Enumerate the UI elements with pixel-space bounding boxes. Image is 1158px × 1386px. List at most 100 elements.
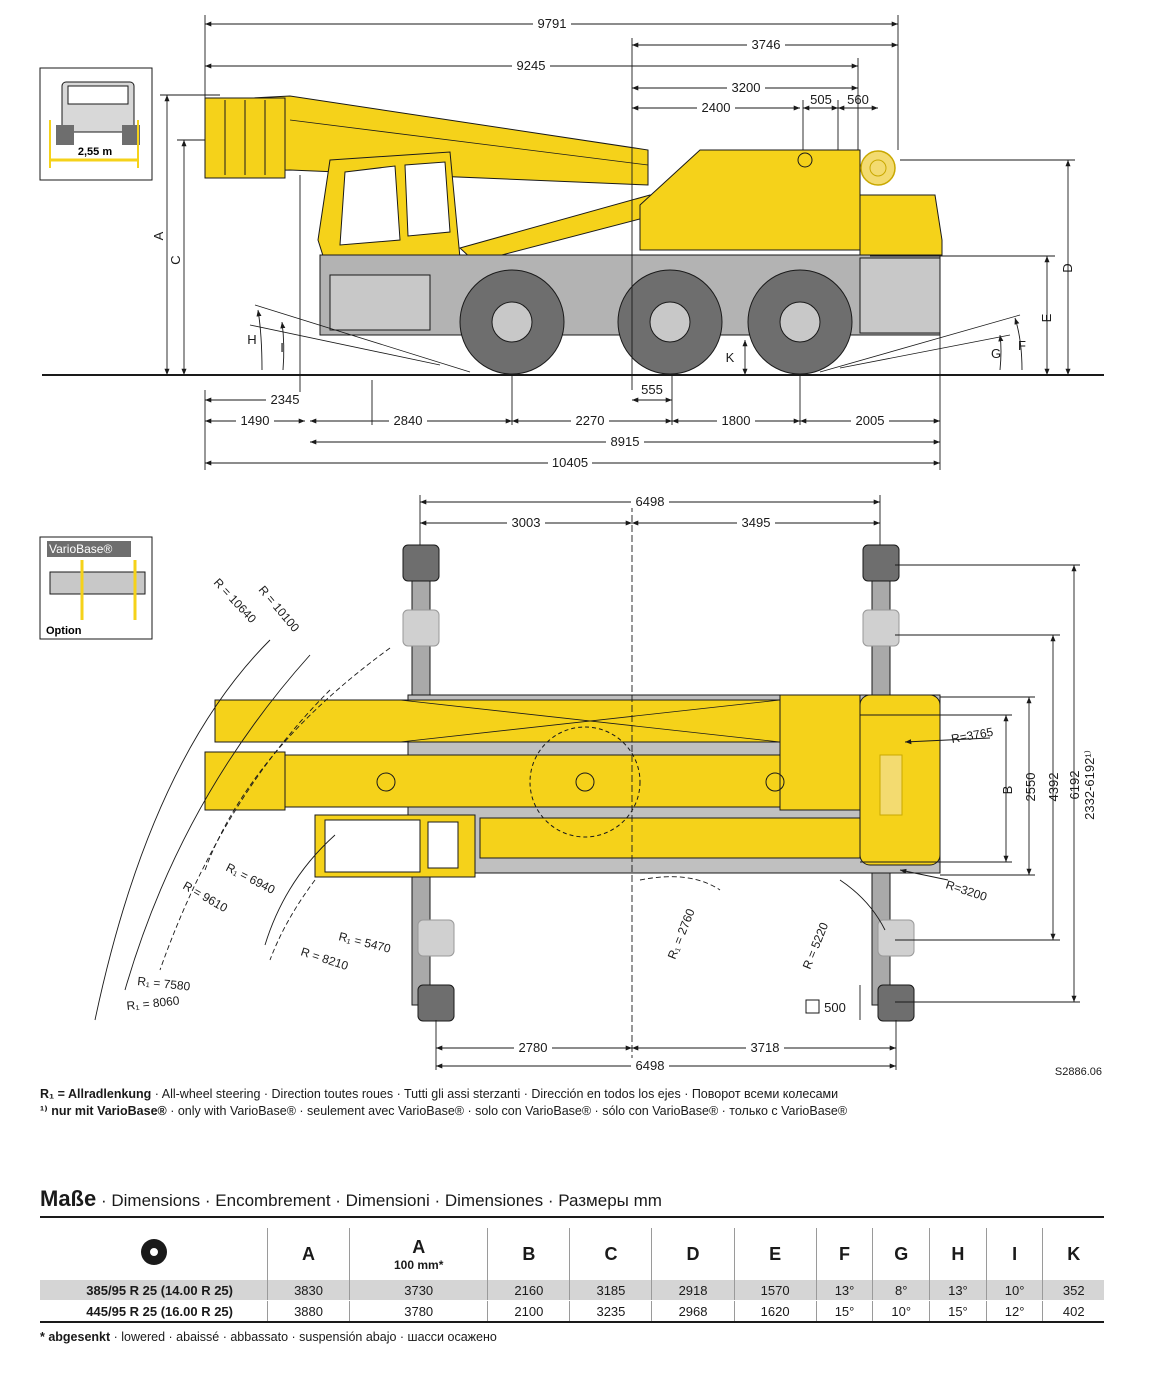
dim-bottom-6498: 6498 <box>636 1058 665 1073</box>
title-rule <box>40 1216 1104 1218</box>
dim-3746: 3746 <box>752 37 781 52</box>
crane-dimension-drawing: 2,55 m <box>39 15 1104 1078</box>
side-cab <box>317 151 461 263</box>
top-view: 6498 3003 3495 2780 3718 6498 B 2550 439… <box>39 494 1102 1078</box>
cell: 8° <box>872 1280 930 1301</box>
side-superstructure <box>639 149 943 256</box>
variobase-label: VarioBase® <box>49 542 112 556</box>
cell: 15° <box>815 1300 873 1323</box>
variobase-inset: VarioBase® Option <box>39 536 153 640</box>
row-label: 445/95 R 25 (16.00 R 25) <box>40 1300 268 1323</box>
table-row: 385/95 R 25 (14.00 R 25) 3830 3730 2160 … <box>40 1280 1104 1301</box>
note1-bold: R₁ = Allradlenkung <box>40 1087 152 1101</box>
dim-6192: 6192 <box>1067 771 1082 800</box>
cell: 3730 <box>349 1280 488 1301</box>
header-F: F <box>815 1228 873 1280</box>
dim-555: 555 <box>641 382 663 397</box>
cell: 15° <box>929 1300 987 1323</box>
letter-E: E <box>1039 313 1054 322</box>
header-K: K <box>1042 1228 1104 1280</box>
side-dimension-texts: 9791 3746 9245 3200 2400 505 560 2345 55… <box>236 16 889 470</box>
notes: R₁ = Allradlenkung · All-wheel steering … <box>40 1086 847 1120</box>
header-A2-label: A <box>412 1236 426 1257</box>
dim-2005: 2005 <box>856 413 885 428</box>
letter-I: I <box>280 340 284 355</box>
radius-9610: R = 9610 <box>181 878 231 915</box>
dim-2840: 2840 <box>394 413 423 428</box>
footnote-bold: * abgesenkt <box>40 1330 111 1344</box>
dim-2550: 2550 <box>1023 773 1038 802</box>
cell: 2918 <box>651 1280 735 1301</box>
radius-7580: R₁ = 7580 <box>137 974 192 994</box>
dim-8915: 8915 <box>611 434 640 449</box>
cell: 3880 <box>266 1300 350 1323</box>
cell: 10° <box>872 1300 930 1323</box>
dim-2400: 2400 <box>702 100 731 115</box>
inset-width-label: 2,55 m <box>78 146 112 158</box>
side-view: 2,55 m <box>39 15 1104 470</box>
cell: 3830 <box>266 1280 350 1301</box>
row-label: 385/95 R 25 (14.00 R 25) <box>40 1280 268 1301</box>
side-boom <box>204 95 656 263</box>
top-dimension-texts: 6498 3003 3495 2780 3718 6498 B 2550 439… <box>507 494 1097 1073</box>
cell: 13° <box>929 1280 987 1301</box>
cell: 3185 <box>569 1280 652 1301</box>
dim-B: B <box>1000 786 1015 795</box>
dim-1800: 1800 <box>722 413 751 428</box>
dim-3718: 3718 <box>751 1040 780 1055</box>
note-all-wheel-steering: R₁ = Allradlenkung · All-wheel steering … <box>40 1086 847 1103</box>
radius-6940: R₁ = 6940 <box>224 860 278 897</box>
header-A: A <box>266 1228 350 1280</box>
dim-9791: 9791 <box>538 16 567 31</box>
radius-8060: R₁ = 8060 <box>126 993 181 1013</box>
option-label: Option <box>46 625 82 637</box>
cell: 12° <box>985 1300 1043 1323</box>
table-row: 445/95 R 25 (16.00 R 25) 3880 3780 2100 … <box>40 1300 1104 1323</box>
radius-10100: R = 10100 <box>256 583 303 635</box>
cell: 1620 <box>733 1300 817 1323</box>
note1-text: · All-wheel steering · Direction toutes … <box>151 1087 839 1101</box>
top-boom <box>204 694 903 859</box>
tyre-header <box>40 1228 268 1280</box>
radius-5470: R₁ = 5470 <box>337 929 392 956</box>
header-H: H <box>929 1228 987 1280</box>
dim-pad-500: 500 <box>824 1000 846 1015</box>
dim-9245: 9245 <box>517 58 546 73</box>
cell: 402 <box>1042 1300 1104 1323</box>
header-D: D <box>651 1228 735 1280</box>
radius-5220: R = 5220 <box>800 920 831 971</box>
radius-8210: R = 8210 <box>299 945 350 974</box>
header-E: E <box>733 1228 817 1280</box>
cell: 2100 <box>487 1300 570 1323</box>
title-rest: · Dimensions · Encombrement · Dimensioni… <box>96 1191 662 1210</box>
header-G: G <box>872 1228 930 1280</box>
dim-2345: 2345 <box>271 392 300 407</box>
cell: 1570 <box>733 1280 817 1301</box>
header-I: I <box>985 1228 1043 1280</box>
side-letter-labels: A C H I K G F E D <box>151 231 1075 365</box>
radius-2760: R₁ = 2760 <box>665 906 698 961</box>
header-C: C <box>569 1228 652 1280</box>
dim-top-6498: 6498 <box>636 494 665 509</box>
dim-1490: 1490 <box>241 413 270 428</box>
cell: 2160 <box>487 1280 570 1301</box>
radius-10640: R = 10640 <box>211 575 259 626</box>
table-footnote: * abgesenkt · lowered · abaissé · abbass… <box>40 1330 497 1344</box>
radius-3200: R=3200 <box>944 878 989 905</box>
tyre-icon <box>140 1238 167 1265</box>
note2-bold: ¹⁾ nur mit VarioBase® <box>40 1104 167 1118</box>
dim-3003: 3003 <box>512 515 541 530</box>
dim-4392: 4392 <box>1046 773 1061 802</box>
note-variobase-only: ¹⁾ nur mit VarioBase® · only with VarioB… <box>40 1103 847 1120</box>
top-radius-arcs <box>94 639 991 1021</box>
dim-3200: 3200 <box>732 80 761 95</box>
letter-F: F <box>1018 338 1026 353</box>
dim-2270: 2270 <box>576 413 605 428</box>
cell: 13° <box>815 1280 873 1301</box>
dim-3495: 3495 <box>742 515 771 530</box>
cell: 2968 <box>651 1300 735 1323</box>
cell: 3780 <box>349 1300 488 1323</box>
side-wheels <box>459 269 853 375</box>
